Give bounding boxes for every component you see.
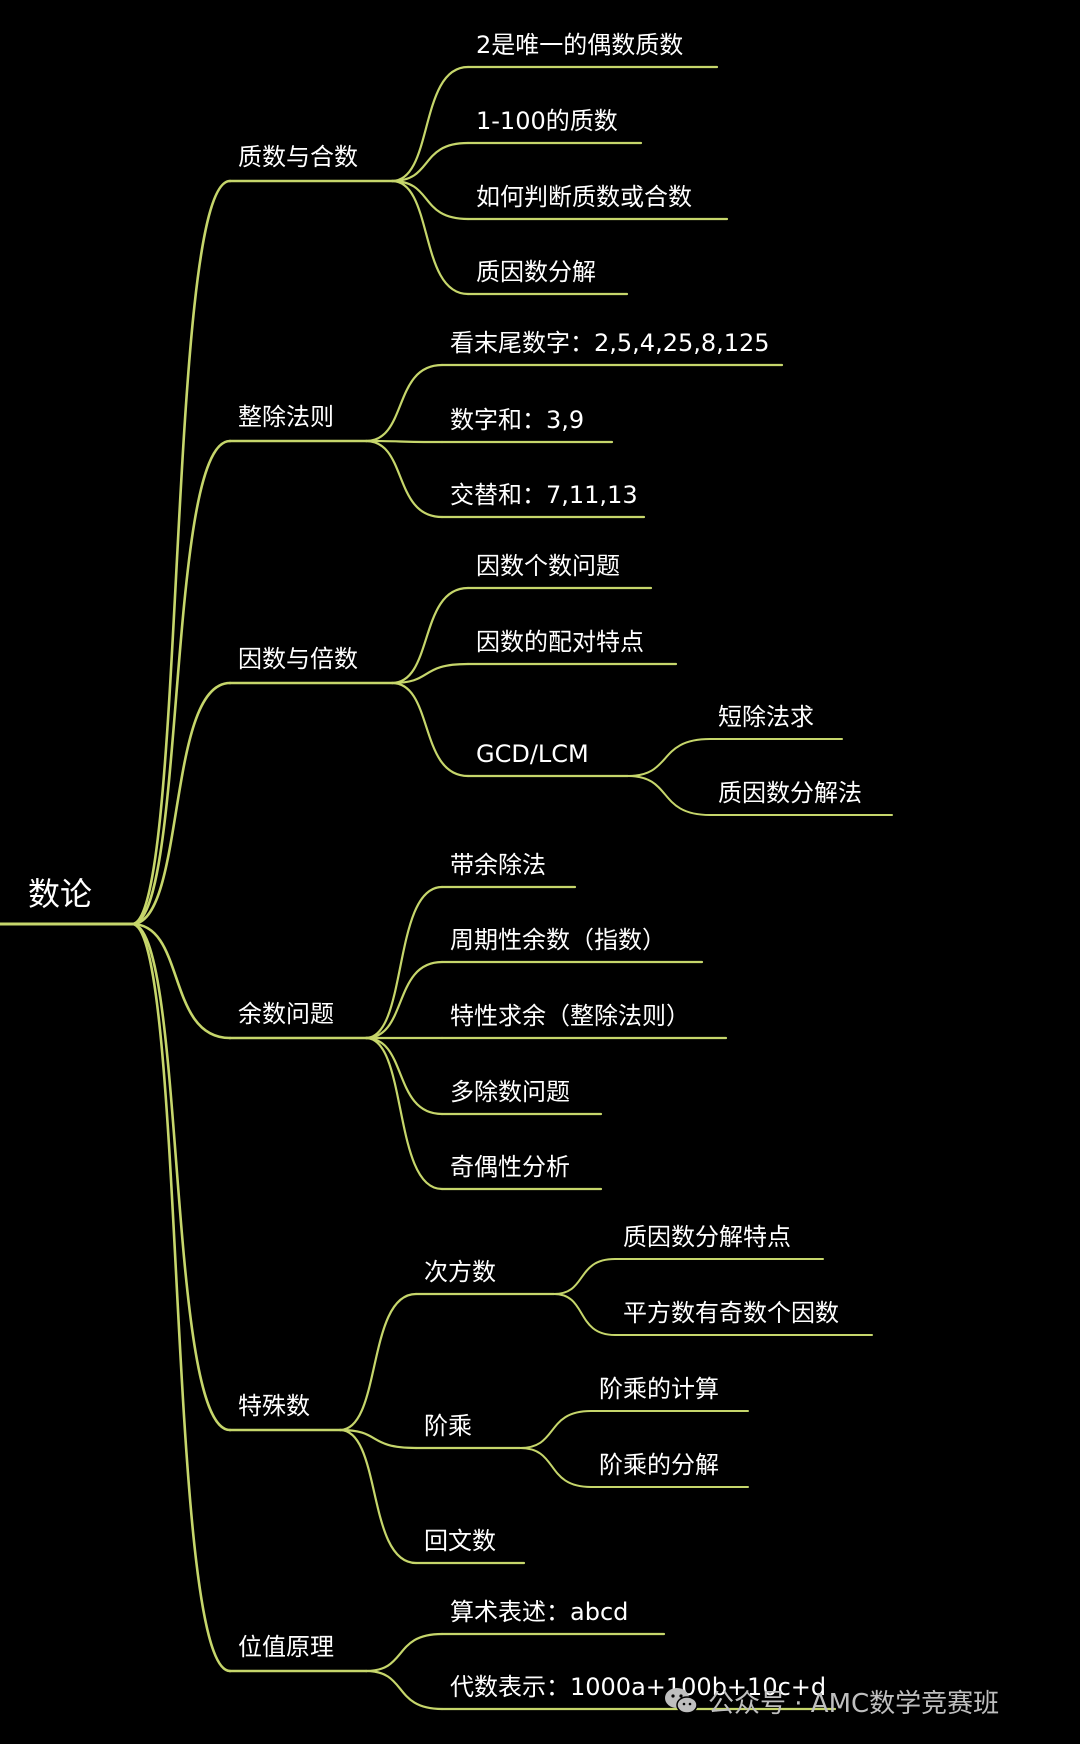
- node-root-1-1-connector: [364, 439, 444, 444]
- node-root-4-1-1-label: 阶乘的分解: [599, 1451, 719, 1479]
- node-root-3-4-connector: [364, 1036, 444, 1191]
- node-root-3-4-label: 奇偶性分析: [450, 1153, 570, 1181]
- node-root-0-2-label: 如何判断质数或合数: [476, 183, 692, 211]
- node-root-4-2-label: 回文数: [424, 1527, 496, 1555]
- node-root-0-1-connector: [390, 141, 470, 183]
- node-root-4-0-0-connector: [553, 1258, 616, 1295]
- wechat-icon: [665, 1688, 698, 1714]
- node-root-4-1-0-label: 阶乘的计算: [599, 1375, 719, 1403]
- node-root-1-0-connector: [364, 363, 444, 443]
- node-root-5-label: 位值原理: [238, 1633, 334, 1661]
- node-root-2-2-0-label: 短除法求: [718, 703, 814, 731]
- node-root-4-connector: [130, 922, 232, 1432]
- node-root-0-1-label: 1-100的质数: [476, 107, 618, 135]
- node-root-2-2-1-connector: [627, 775, 711, 816]
- node-root-4-1-0-connector: [519, 1410, 592, 1449]
- node-root-1-label: 整除法则: [238, 403, 334, 431]
- node-root-4-1-1-connector: [519, 1447, 592, 1488]
- node-root-1-2-connector: [364, 439, 444, 519]
- node-root-2-0-label: 因数个数问题: [476, 552, 620, 580]
- node-root-2-connector: [130, 681, 232, 926]
- node-root-2-0-connector: [390, 586, 470, 685]
- node-root-2-1-label: 因数的配对特点: [476, 628, 644, 656]
- node-root-4-2-connector: [338, 1428, 418, 1565]
- node-root-2-1-connector: [390, 662, 470, 685]
- node-root-5-1-label: 代数表示：1000a+100b+10c+d: [450, 1673, 827, 1701]
- node-root-4-label: 特殊数: [238, 1392, 310, 1420]
- node-root-2-2-0-connector: [627, 738, 711, 777]
- node-root-3-0-label: 带余除法: [450, 851, 546, 879]
- node-root-2-label: 因数与倍数: [238, 645, 358, 673]
- node-root-5-1-connector: [364, 1669, 444, 1711]
- node-root-1-2-label: 交替和：7,11,13: [450, 481, 638, 509]
- node-root-0-2-connector: [390, 179, 470, 221]
- node-root-0-3-label: 质因数分解: [476, 258, 596, 286]
- node-root-4-0-label: 次方数: [424, 1258, 496, 1286]
- node-root-2-2-connector: [390, 681, 470, 778]
- node-root-3-connector: [130, 922, 232, 1040]
- node-root-0-0-connector: [390, 65, 470, 183]
- node-root-5-0-connector: [364, 1632, 444, 1673]
- node-root-2-2-1-label: 质因数分解法: [718, 779, 862, 807]
- node-root-1-0-label: 看末尾数字：2,5,4,25,8,125: [450, 329, 770, 357]
- node-root-5-connector: [130, 922, 232, 1673]
- node-root-4-1-connector: [338, 1428, 418, 1450]
- node-root-0-3-connector: [390, 179, 470, 296]
- node-root-4-1-label: 阶乘: [424, 1412, 472, 1440]
- node-root-4-0-0-label: 质因数分解特点: [623, 1223, 791, 1251]
- node-root-3-3-label: 多除数问题: [450, 1078, 570, 1106]
- node-root-3-0-connector: [364, 885, 444, 1040]
- node-root-4-0-1-label: 平方数有奇数个因数: [623, 1299, 839, 1327]
- node-root-0-connector: [130, 179, 232, 926]
- watermark: 公众号 · AMC数学竞赛班: [664, 1684, 1000, 1719]
- node-root-4-0-connector: [338, 1292, 418, 1432]
- node-root-0-0-label: 2是唯一的偶数质数: [476, 31, 684, 59]
- node-root-1-1-label: 数字和：3,9: [450, 406, 585, 434]
- watermark-text: 公众号 · AMC数学竞赛班: [708, 1688, 1000, 1719]
- node-root-0-label: 质数与合数: [238, 143, 358, 171]
- node-root-1-connector: [130, 439, 232, 926]
- node-root-4-0-1-connector: [553, 1293, 616, 1336]
- node-root-2-2-label: GCD/LCM: [476, 740, 589, 768]
- node-root-3-label: 余数问题: [238, 1000, 334, 1028]
- node-root-label: 数论: [28, 875, 93, 913]
- node-root-3-2-label: 特性求余（整除法则）: [450, 1002, 690, 1030]
- node-root-5-0-label: 算术表述：abcd: [450, 1598, 629, 1626]
- node-root-3-1-connector: [364, 960, 444, 1040]
- node-root-3-1-label: 周期性余数（指数）: [450, 926, 666, 954]
- node-root-3-3-connector: [364, 1036, 444, 1116]
